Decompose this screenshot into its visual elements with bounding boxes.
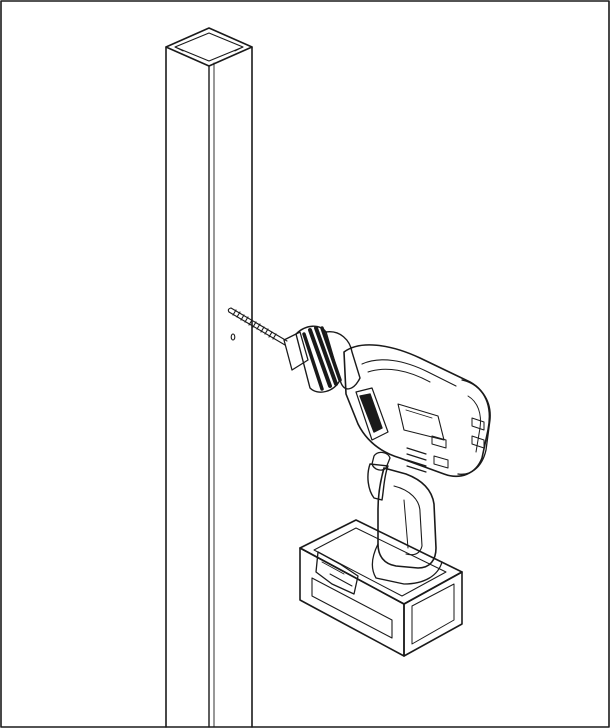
square-post	[165, 27, 253, 728]
cordless-drill	[343, 344, 491, 585]
pilot-hole-mark	[230, 333, 236, 341]
drill-chuck	[283, 325, 361, 393]
trigger	[367, 463, 389, 501]
drill-bit	[227, 307, 288, 346]
drill-handle	[377, 467, 437, 569]
motor-vents	[406, 417, 485, 473]
battery-pack	[299, 519, 463, 657]
battery-release-latch	[315, 551, 359, 595]
